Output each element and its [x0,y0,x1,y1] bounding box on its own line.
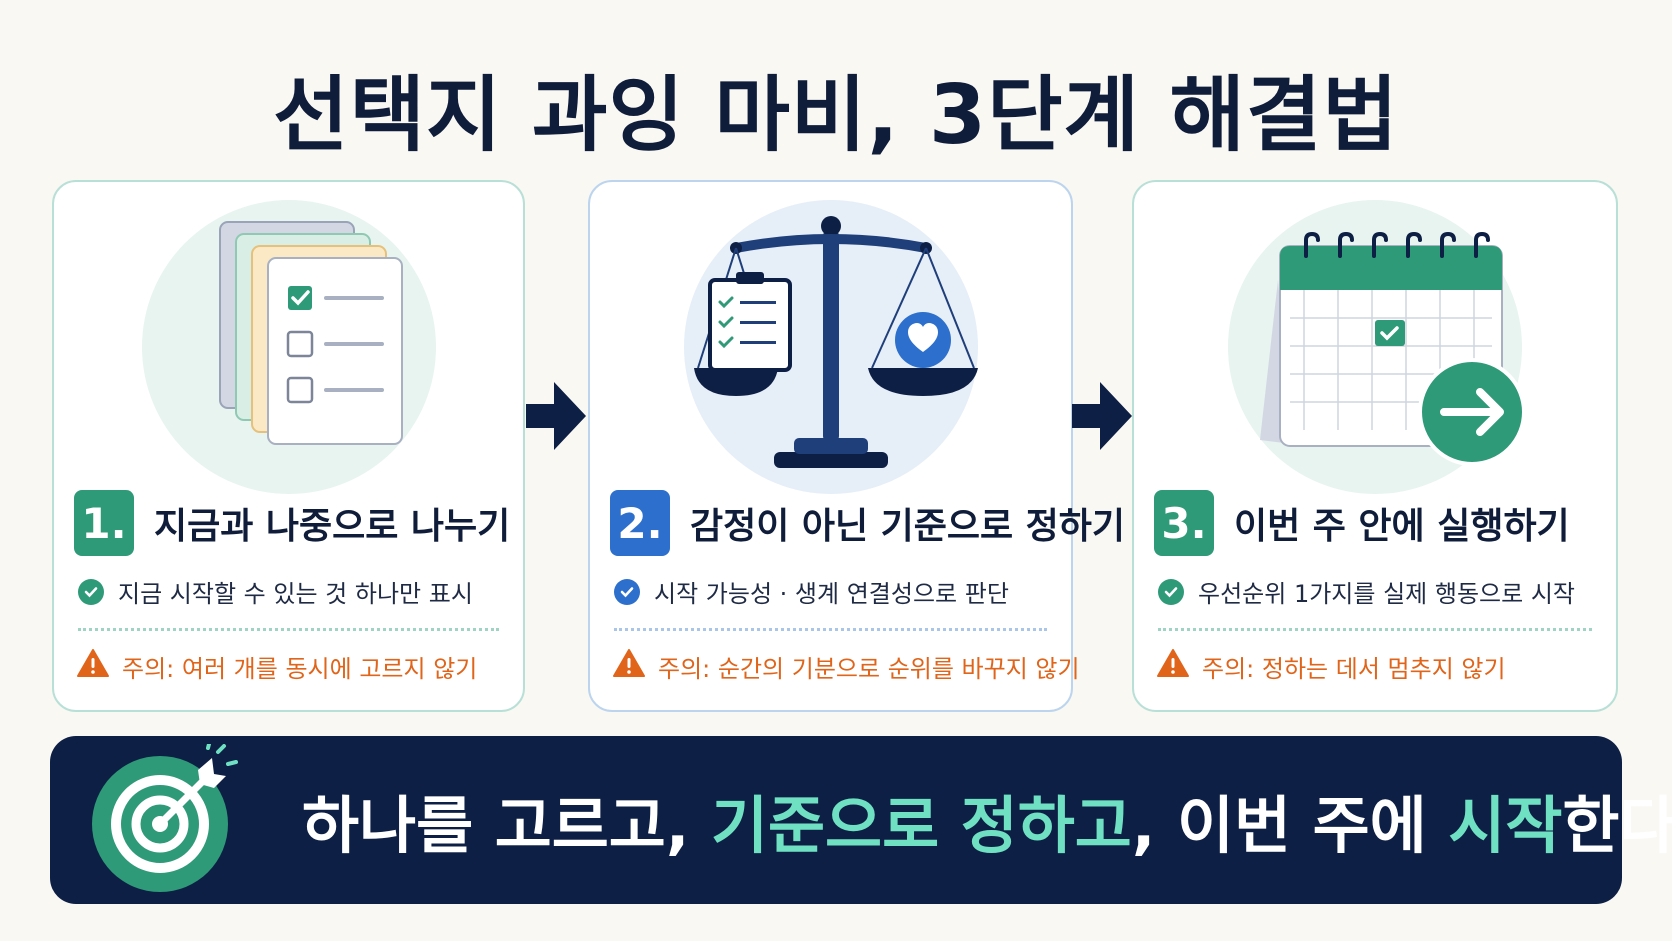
step-check-1: 지금 시작할 수 있는 것 하나만 표시 [78,574,473,609]
step-header-1: 1. 지금과 나중으로 나누기 [74,490,510,556]
divider [614,628,1047,631]
step-check-2: 시작 가능성 · 생계 연결성으로 판단 [614,574,1009,609]
summary-highlight-1: 기준으로 정하고 [710,789,1132,862]
step-card-2: 2. 감정이 아닌 기준으로 정하기 시작 가능성 · 생계 연결성으로 판단 … [588,180,1125,712]
step-card-3: 3. 이번 주 안에 실행하기 우선순위 1가지를 실제 행동으로 시작 주의:… [1132,180,1618,712]
divider [78,628,499,631]
warning-text: 주의: 정하는 데서 멈추지 않기 [1202,654,1506,683]
step-card-1: 1. 지금과 나중으로 나누기 지금 시작할 수 있는 것 하나만 표시 주의:… [52,180,525,712]
right-arrow-icon [526,376,588,456]
check-circle-icon [78,578,104,605]
warning-text: 주의: 순간의 기분으로 순위를 바꾸지 않기 [658,654,1080,683]
check-text: 지금 시작할 수 있는 것 하나만 표시 [118,580,473,608]
check-circle-icon [1158,578,1184,605]
warning-triangle-icon [1156,648,1190,684]
warning-triangle-icon [612,648,646,684]
step-number-badge: 2. [610,490,670,556]
divider [1158,628,1592,631]
summary-banner: 하나를 고르고, 기준으로 정하고 , 이번 주에 시작 한다. [50,736,1672,904]
step-check-3: 우선순위 1가지를 실제 행동으로 시작 [1158,574,1575,609]
step-number-badge: 3. [1154,490,1214,556]
check-text: 시작 가능성 · 생계 연결성으로 판단 [654,580,1009,608]
page-title: 선택지 과잉 마비, 3단계 해결법 [273,68,1399,163]
target-icon [90,738,240,894]
step-title: 감정이 아닌 기준으로 정하기 [690,506,1126,547]
checklist-cards-icon [134,200,444,500]
step-header-3: 3. 이번 주 안에 실행하기 [1154,490,1570,556]
step-number-badge: 1. [74,490,134,556]
summary-highlight-2: 시작 [1448,789,1563,862]
step-title: 지금과 나중으로 나누기 [154,506,511,547]
step-title: 이번 주 안에 실행하기 [1234,506,1570,547]
warning-text: 주의: 여러 개를 동시에 고르지 않기 [122,654,478,683]
balance-scale-icon [676,200,986,500]
summary-part-3: 한다. [1562,789,1672,862]
summary-part-2: , 이번 주에 [1131,789,1449,862]
step-warning-2: 주의: 순간의 기분으로 순위를 바꾸지 않기 [612,648,1080,684]
step-header-2: 2. 감정이 아닌 기준으로 정하기 [610,490,1125,556]
step-warning-3: 주의: 정하는 데서 멈추지 않기 [1156,648,1506,684]
right-arrow-icon [1072,376,1134,456]
calendar-arrow-icon [1220,200,1530,500]
summary-text: 하나를 고르고, 기준으로 정하고 , 이번 주에 시작 한다. [302,736,1672,904]
step-warning-1: 주의: 여러 개를 동시에 고르지 않기 [76,648,477,684]
check-text: 우선순위 1가지를 실제 행동으로 시작 [1198,580,1575,608]
check-circle-icon [614,578,640,605]
summary-part-1: 하나를 고르고, [302,789,711,862]
warning-triangle-icon [76,648,110,684]
